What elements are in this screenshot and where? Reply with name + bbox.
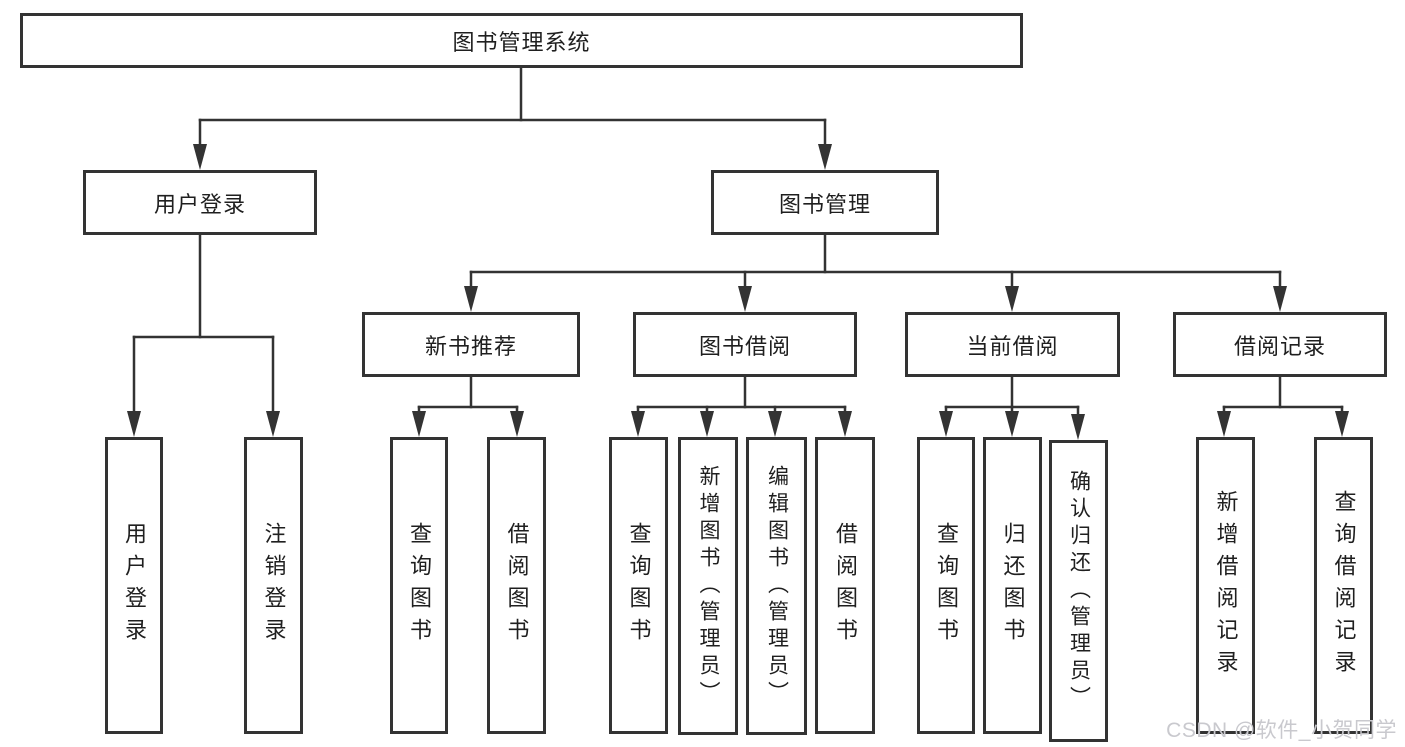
leaf-query-books-current-label: 查询图书 xyxy=(934,521,959,650)
leaf-user-login-label: 用户登录 xyxy=(122,521,147,650)
leaf-borrow-books-recommend: 借阅图书 xyxy=(487,437,546,734)
leaf-edit-books-admin: 编辑图书（管理员） xyxy=(746,437,807,735)
csdn-watermark: CSDN @软件_小贺同学 xyxy=(1166,719,1397,742)
leaf-add-books-admin-label: 新增图书（管理员） xyxy=(697,464,720,708)
node-book-management: 图书管理 xyxy=(711,170,939,235)
node-user-login-label: 用户登录 xyxy=(153,191,246,217)
leaf-confirm-return-admin: 确认归还（管理员） xyxy=(1049,440,1108,742)
leaf-add-borrow-record: 新增借阅记录 xyxy=(1196,437,1255,734)
node-root-label: 图书管理系统 xyxy=(452,29,591,55)
leaf-borrow-books-label: 借阅图书 xyxy=(833,521,858,650)
node-current-borrow: 当前借阅 xyxy=(905,312,1120,377)
node-current-borrow-label: 当前借阅 xyxy=(966,333,1059,359)
node-root: 图书管理系统 xyxy=(20,13,1023,68)
leaf-query-books-recommend-label: 查询图书 xyxy=(407,521,432,650)
node-new-book-recommend-label: 新书推荐 xyxy=(424,333,517,359)
node-borrow-records-label: 借阅记录 xyxy=(1233,333,1326,359)
node-user-login: 用户登录 xyxy=(83,170,317,235)
leaf-user-login: 用户登录 xyxy=(105,437,163,734)
leaf-add-books-admin: 新增图书（管理员） xyxy=(678,437,738,735)
leaf-logout-login: 注销登录 xyxy=(244,437,303,734)
leaf-query-books-recommend: 查询图书 xyxy=(390,437,448,734)
node-new-book-recommend: 新书推荐 xyxy=(362,312,580,377)
leaf-query-books-borrow: 查询图书 xyxy=(609,437,668,734)
node-book-borrow: 图书借阅 xyxy=(633,312,857,377)
leaf-logout-login-label: 注销登录 xyxy=(261,521,287,650)
leaf-return-books: 归还图书 xyxy=(983,437,1042,734)
leaf-borrow-books: 借阅图书 xyxy=(815,437,875,734)
node-book-management-label: 图书管理 xyxy=(778,191,871,217)
arrowheads xyxy=(127,144,1349,440)
leaf-borrow-books-recommend-label: 借阅图书 xyxy=(504,521,530,650)
leaf-edit-books-admin-label: 编辑图书（管理员） xyxy=(765,464,789,708)
node-book-borrow-label: 图书借阅 xyxy=(698,333,791,359)
leaf-confirm-return-admin-label: 确认归还（管理员） xyxy=(1067,469,1091,713)
leaf-add-borrow-record-label: 新增借阅记录 xyxy=(1213,489,1239,682)
leaf-return-books-label: 归还图书 xyxy=(1000,521,1026,650)
leaf-query-books-current: 查询图书 xyxy=(917,437,975,734)
leaf-query-borrow-record: 查询借阅记录 xyxy=(1314,437,1373,734)
leaf-query-books-borrow-label: 查询图书 xyxy=(626,521,652,650)
leaf-query-borrow-record-label: 查询借阅记录 xyxy=(1331,489,1357,682)
node-borrow-records: 借阅记录 xyxy=(1173,312,1387,377)
